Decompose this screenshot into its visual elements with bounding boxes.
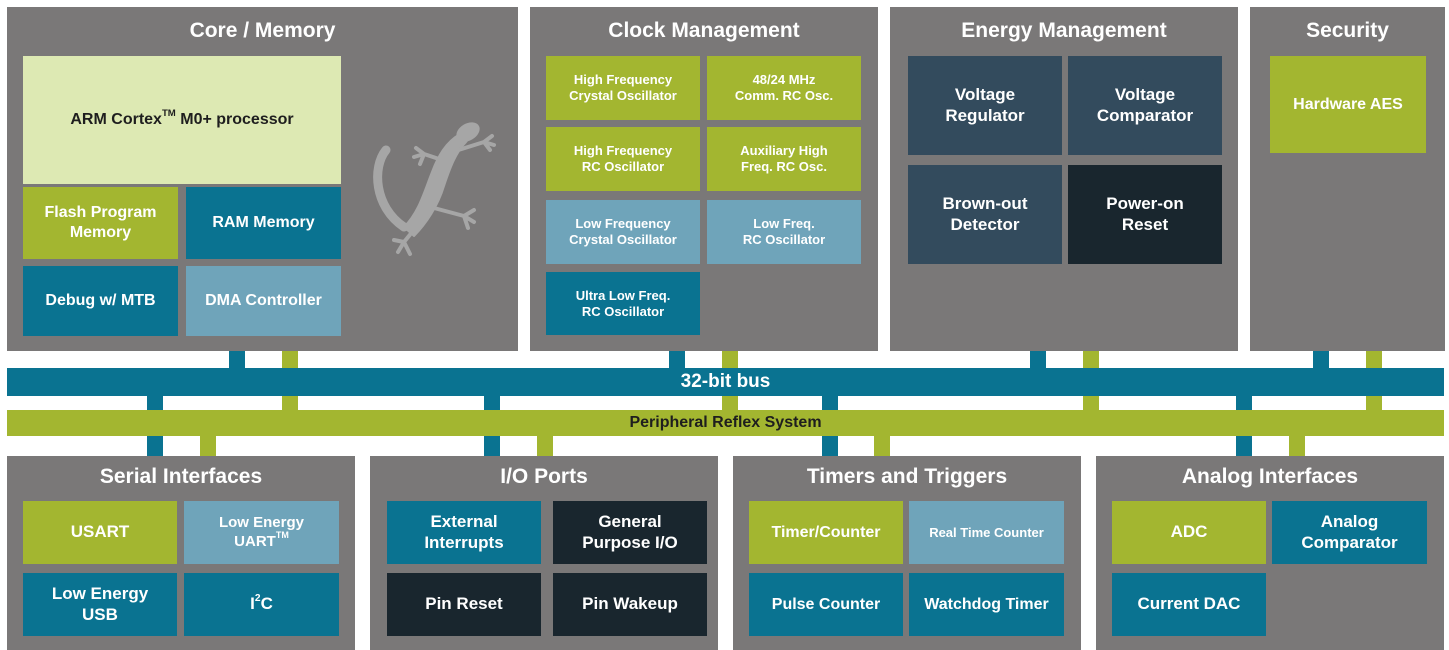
ulf-rc-oscillator-block: Ultra Low Freq. RC Oscillator (546, 272, 700, 335)
debug-mtb-label: Debug w/ MTB (45, 292, 156, 310)
dma-controller-block: DMA Controller (186, 266, 341, 336)
power-on-reset-label: Power-on Reset (1106, 193, 1184, 234)
voltage-comparator-block: Voltage Comparator (1068, 56, 1222, 155)
peripheral-reflex-system: Peripheral Reflex System (7, 410, 1444, 436)
flash-memory-label: Flash Program Memory (44, 204, 157, 241)
clock-bus-connector (669, 350, 685, 368)
core-memory-panel: Core / Memory ARM CortexTM M0+ processor (7, 7, 518, 351)
arm-processor-label: ARM CortexTM M0+ processor (70, 108, 294, 129)
gecko-icon (364, 112, 509, 282)
analog-comparator-label: Analog Comparator (1301, 511, 1398, 552)
timers-prs-connector (874, 436, 890, 458)
panel-title: Clock Management (608, 19, 800, 42)
hf-rc-oscillator-block: High Frequency RC Oscillator (546, 127, 700, 191)
panel-title: I/O Ports (500, 465, 588, 488)
analog-comparator-block: Analog Comparator (1272, 501, 1427, 564)
voltage-regulator-label: Voltage Regulator (945, 84, 1025, 125)
current-dac-label: Current DAC (1137, 594, 1241, 614)
energy-bus-connector (1030, 350, 1046, 368)
serial-prs-connector (200, 436, 216, 458)
hf-rc-oscillator-label: High Frequency RC Oscillator (573, 143, 673, 174)
io-ports-panel: I/O Ports External Interrupts General Pu… (370, 456, 718, 650)
timer-counter-label: Timer/Counter (771, 523, 881, 541)
main-bus-label: 32-bit bus (680, 371, 771, 392)
gpio-label: General Purpose I/O (582, 511, 678, 552)
flash-memory-block: Flash Program Memory (23, 187, 178, 259)
comm-rc-oscillator-label: 48/24 MHz Comm. RC Osc. (734, 72, 834, 103)
pin-wakeup-label: Pin Wakeup (582, 594, 678, 614)
panel-title: Timers and Triggers (806, 465, 1008, 488)
adc-block: ADC (1112, 501, 1266, 564)
hf-crystal-oscillator-block: High Frequency Crystal Oscillator (546, 56, 700, 120)
adc-label: ADC (1170, 522, 1208, 542)
timer-counter-block: Timer/Counter (749, 501, 903, 564)
external-interrupts-label: External Interrupts (424, 511, 504, 552)
real-time-counter-block: Real Time Counter (909, 501, 1064, 564)
le-usb-block: Low Energy USB (23, 573, 177, 636)
pin-reset-block: Pin Reset (387, 573, 541, 636)
timers-triggers-panel: Timers and Triggers Timer/Counter Real T… (733, 456, 1081, 650)
energy-management-panel: Energy Management Voltage Regulator Volt… (890, 7, 1238, 351)
prs-label: Peripheral Reflex System (629, 414, 822, 431)
security-bus-connector (1313, 350, 1329, 368)
watchdog-timer-block: Watchdog Timer (909, 573, 1064, 636)
comm-rc-oscillator-block: 48/24 MHz Comm. RC Osc. (707, 56, 861, 120)
main-bus: 32-bit bus (7, 368, 1444, 396)
pin-wakeup-block: Pin Wakeup (553, 573, 707, 636)
hardware-aes-block: Hardware AES (1270, 56, 1426, 153)
usart-block: USART (23, 501, 177, 564)
i2c-block: I2C (184, 573, 339, 636)
pulse-counter-block: Pulse Counter (749, 573, 903, 636)
watchdog-timer-label: Watchdog Timer (924, 595, 1049, 613)
le-usb-label: Low Energy USB (51, 583, 149, 624)
dma-controller-label: DMA Controller (205, 292, 322, 310)
voltage-comparator-label: Voltage Comparator (1096, 84, 1194, 125)
ulf-rc-oscillator-label: Ultra Low Freq. RC Oscillator (575, 287, 671, 319)
pulse-counter-label: Pulse Counter (771, 595, 881, 613)
hardware-aes-label: Hardware AES (1293, 95, 1403, 113)
panel-title: Security (1306, 19, 1389, 42)
core-bus-connector (229, 350, 245, 368)
panel-title: Core / Memory (189, 19, 336, 42)
brown-out-detector-block: Brown-out Detector (908, 165, 1062, 264)
security-panel: Security Hardware AES (1250, 7, 1445, 351)
lf-rc-oscillator-block: Low Freq. RC Oscillator (707, 200, 861, 264)
lf-crystal-oscillator-label: Low Frequency Crystal Oscillator (569, 216, 677, 247)
panel-title: Serial Interfaces (99, 465, 263, 488)
lf-crystal-oscillator-block: Low Frequency Crystal Oscillator (546, 200, 700, 264)
lf-rc-oscillator-label: Low Freq. RC Oscillator (742, 216, 826, 247)
gpio-block: General Purpose I/O (553, 501, 707, 564)
voltage-regulator-block: Voltage Regulator (908, 56, 1062, 155)
panel-title: Energy Management (961, 19, 1167, 42)
ram-memory-block: RAM Memory (186, 187, 341, 259)
aux-hf-rc-oscillator-block: Auxiliary High Freq. RC Osc. (707, 127, 861, 191)
panel-title: Analog Interfaces (1181, 465, 1359, 488)
external-interrupts-block: External Interrupts (387, 501, 541, 564)
analog-prs-connector (1289, 436, 1305, 458)
power-on-reset-block: Power-on Reset (1068, 165, 1222, 264)
io-prs-connector (537, 436, 553, 458)
clock-management-panel: Clock Management High Frequency Crystal … (530, 7, 878, 351)
real-time-counter-label: Real Time Counter (929, 524, 1044, 540)
brown-out-detector-label: Brown-out Detector (942, 193, 1028, 234)
current-dac-block: Current DAC (1112, 573, 1266, 636)
pin-reset-label: Pin Reset (425, 594, 503, 614)
i2c-label: I2C (250, 592, 273, 614)
debug-mtb-block: Debug w/ MTB (23, 266, 178, 336)
hf-crystal-oscillator-label: High Frequency Crystal Oscillator (569, 72, 677, 103)
aux-hf-rc-oscillator-label: Auxiliary High Freq. RC Osc. (740, 143, 828, 174)
ram-memory-label: RAM Memory (212, 214, 315, 232)
analog-interfaces-panel: Analog Interfaces ADC Analog Comparator … (1096, 456, 1444, 650)
gecko-icon-graphic (373, 122, 496, 256)
usart-label: USART (70, 522, 130, 542)
arm-processor-block: ARM CortexTM M0+ processor (23, 56, 341, 184)
